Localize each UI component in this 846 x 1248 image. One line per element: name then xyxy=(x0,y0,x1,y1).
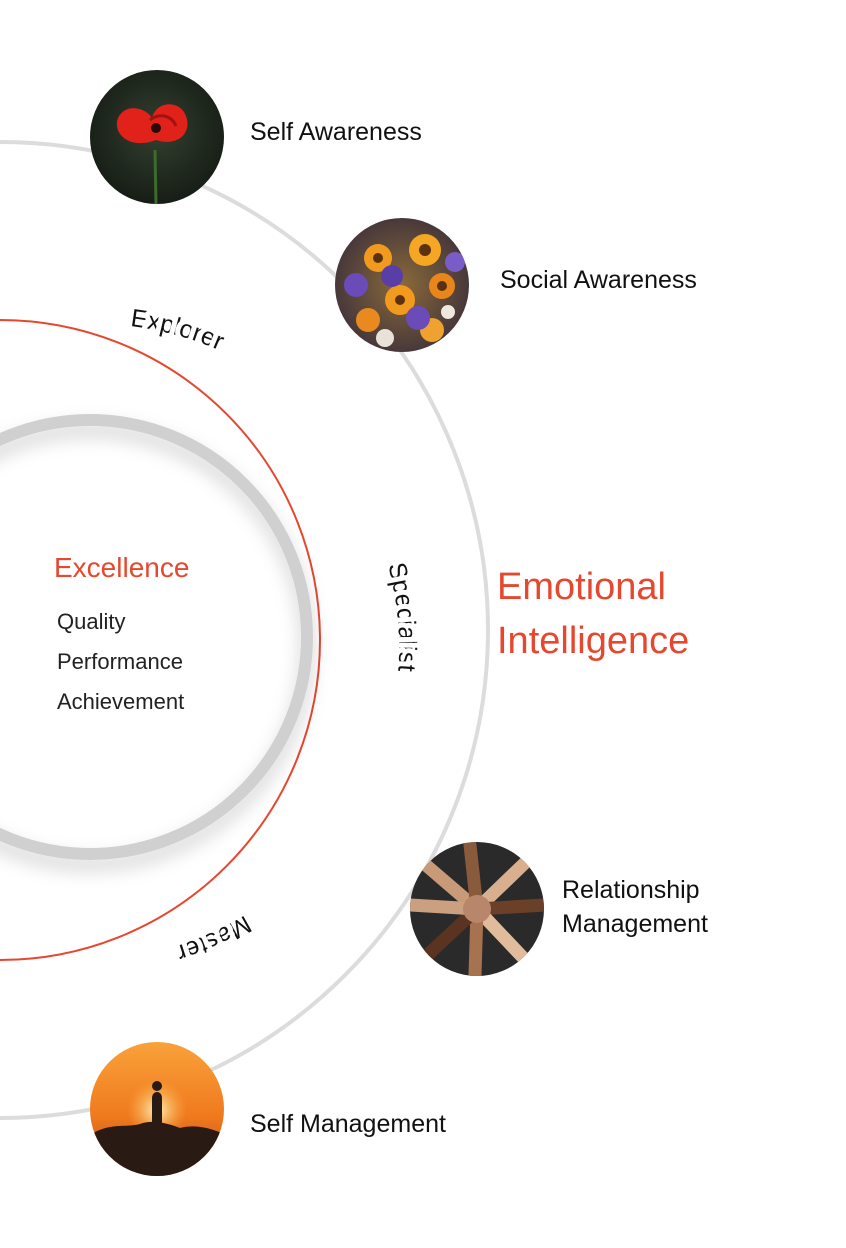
stage-specialist: Specialist xyxy=(382,560,421,673)
node-image-flowers xyxy=(335,218,469,352)
center-item-performance: Performance xyxy=(57,649,183,674)
center-title: Excellence xyxy=(54,552,190,583)
center-item-quality: Quality xyxy=(57,609,126,634)
stage-master: Master xyxy=(174,910,256,967)
outer-ring xyxy=(0,140,490,1120)
node-label-self-awareness: Self Awareness xyxy=(250,118,422,146)
stage-explorer: Explorer xyxy=(129,304,228,356)
diagram-title: Emotional Intelligence xyxy=(497,566,690,662)
node-image-hands xyxy=(410,842,544,976)
center-item-achievement: Achievement xyxy=(57,689,185,714)
node-image-poppy xyxy=(90,70,224,204)
node-label-relationship-management: Relationship Management xyxy=(562,876,708,938)
stage-ring xyxy=(0,319,321,961)
node-label-self-management: Self Management xyxy=(250,1110,446,1138)
node-image-sunset xyxy=(90,1042,224,1176)
node-label-social-awareness: Social Awareness xyxy=(500,266,697,294)
inner-ring xyxy=(0,414,313,860)
